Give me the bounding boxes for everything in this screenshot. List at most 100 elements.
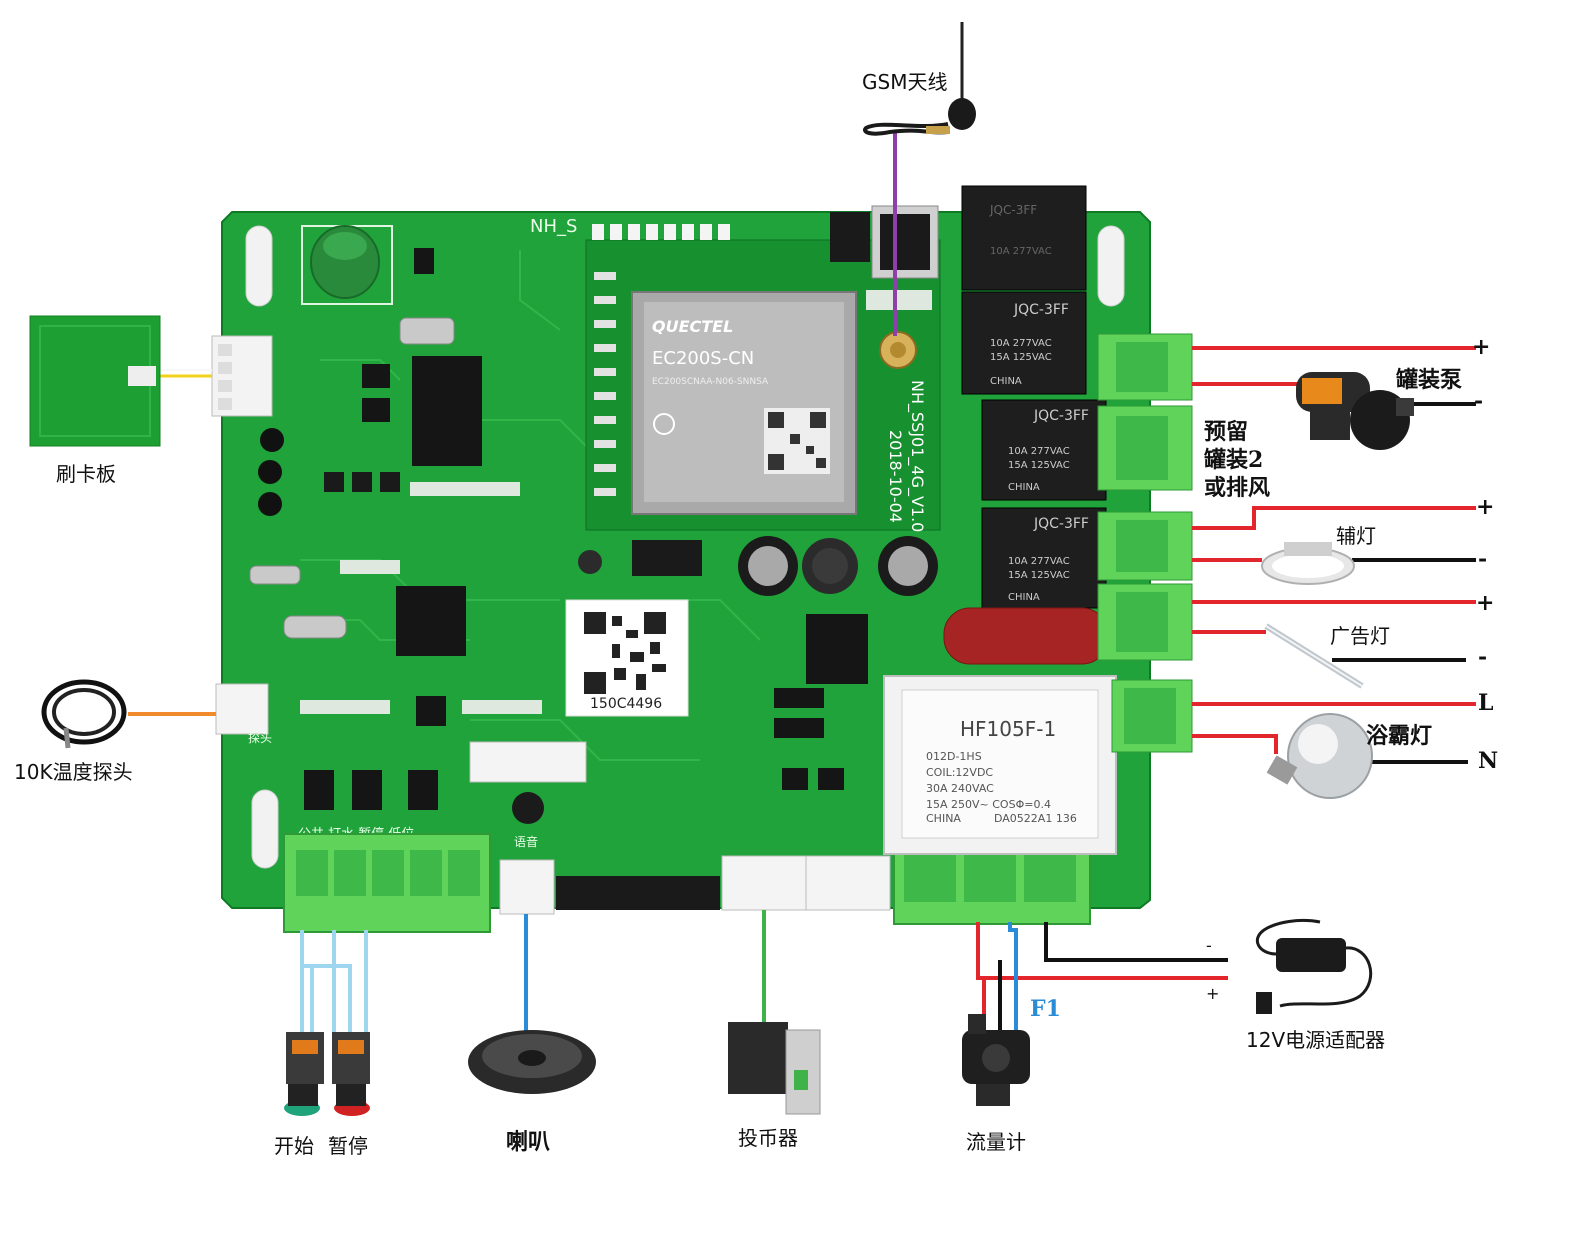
relay-2-brand-text: CHINA	[990, 376, 1022, 387]
capacitor	[258, 492, 282, 516]
ptc-component	[301, 225, 393, 305]
mount-slot	[251, 789, 279, 869]
resistor-array	[462, 700, 542, 714]
temperature-probe-icon	[41, 679, 127, 749]
pump-plus-sign: +	[1472, 334, 1491, 360]
start-label: 开始	[274, 1134, 314, 1158]
card-board-label: 刷卡板	[56, 462, 116, 486]
gsm-antenna-label: GSM天线	[862, 70, 948, 94]
relay-2-rating1-text: 10A 277VAC	[990, 338, 1052, 349]
crystal	[399, 317, 455, 345]
voice-silk-text: 语音	[514, 834, 538, 849]
probe-silk-text: 探头	[248, 731, 272, 745]
neutral-sign: N	[1478, 748, 1499, 774]
mcu-chip	[396, 586, 466, 656]
aux-plus-wire	[1192, 506, 1476, 530]
flow-signal-wire	[1008, 922, 1018, 1030]
ic-chip	[774, 718, 824, 738]
relay-3-brand-text: CHINA	[1008, 482, 1040, 493]
heat-lamp-icon	[1266, 713, 1373, 799]
capacitor	[260, 428, 284, 452]
coin-connector	[721, 855, 807, 911]
ic-chip	[774, 688, 824, 708]
capacitor	[258, 460, 282, 484]
light-tube-icon	[1264, 623, 1364, 689]
resistor-array	[410, 482, 520, 496]
inductor	[324, 472, 344, 492]
ad-light-label: 广告灯	[1330, 624, 1390, 648]
resistor-array	[340, 560, 400, 574]
relay-4: JQC-3FF 10A 277VAC 15A 125VAC CHINA	[981, 507, 1107, 609]
aux-minus-sign: -	[1478, 546, 1488, 572]
crystal	[249, 565, 301, 585]
transistor	[818, 768, 844, 790]
relay-2-model-text: JQC-3FF	[1013, 302, 1069, 318]
coin-acceptor-label: 投币器	[738, 1126, 798, 1150]
probe-connector	[215, 683, 269, 735]
module-model-text: EC200S-CN	[652, 348, 754, 369]
board-date-text: 2018-10-04	[886, 430, 905, 523]
flow-meter-label: 流量计	[966, 1130, 1026, 1154]
big-relay: HF105F-1 012D-1HS COIL:12VDC 30A 240VAC …	[883, 675, 1117, 855]
big-relay-model-text: HF105F-1	[960, 717, 1056, 741]
relay-4-rating2-text: 15A 125VAC	[1008, 570, 1070, 581]
bath-heater-light-label: 浴霸灯	[1366, 723, 1433, 749]
electrolytic-capacitors	[512, 536, 938, 824]
card-reader-board-icon	[29, 315, 161, 447]
power-minus-wire	[1044, 922, 1228, 962]
resistor-array	[300, 700, 390, 714]
ic-chip	[412, 356, 482, 466]
relay-3-model-text: JQC-3FF	[1033, 408, 1089, 424]
ic-chip	[830, 212, 870, 262]
regulator-chip	[806, 614, 868, 684]
ic-chip	[416, 696, 446, 726]
mosfet	[632, 540, 702, 576]
pump-icon	[1296, 372, 1414, 450]
big-relay-l4-text: 15A 250V~ COSΦ=0.4	[926, 798, 1051, 811]
reserve-label-line2: 罐装2	[1204, 447, 1264, 473]
relay-top: JQC-3FF 10A 277VAC	[961, 185, 1087, 291]
power-adapter-label: 12V电源适配器	[1246, 1028, 1386, 1052]
live-sign: L	[1478, 690, 1494, 716]
relay-3: JQC-3FF 10A 277VAC 15A 125VAC CHINA	[981, 399, 1107, 501]
power-plus-wire	[976, 922, 1228, 980]
4g-module: QUECTEL EC200S-CN EC200SCNAA-N06-SNNSA	[585, 224, 941, 532]
relay-3-rating2-text: 15A 125VAC	[1008, 460, 1070, 471]
power-plus-sign: +	[1206, 984, 1220, 1003]
relay-2: JQC-3FF 10A 277VAC 15A 125VAC CHINA	[961, 291, 1087, 395]
board-id-text: NH_SSJ01_4G_V1.0	[907, 380, 927, 532]
canned-pump-label: 罐装泵	[1396, 367, 1463, 393]
input-terminal-block	[283, 833, 491, 933]
transistor	[782, 768, 808, 790]
fuse-label: F1	[1030, 996, 1061, 1022]
temp-probe-label: 10K温度探头	[14, 760, 133, 784]
power-adapter-icon	[1255, 918, 1373, 1014]
resistor-array	[866, 290, 932, 310]
relay-top-rating-text: 10A 277VAC	[990, 246, 1052, 257]
speaker-icon	[468, 1030, 596, 1094]
downlight-icon	[1261, 542, 1355, 585]
power-minus-sign: -	[1206, 936, 1212, 955]
reserve-label-line3: 或排风	[1204, 475, 1271, 501]
big-relay-l5-text: CHINA	[926, 812, 961, 825]
optocoupler	[352, 770, 382, 810]
relay-3-rating1-text: 10A 277VAC	[1008, 446, 1070, 457]
pump-minus-sign: -	[1474, 388, 1484, 414]
module-sub-text: EC200SCNAA-N06-SNNSA	[652, 377, 769, 387]
serial-number-text: 150C4496	[590, 696, 662, 712]
ccc-mark-icon	[653, 413, 675, 435]
relay-2-rating2-text: 15A 125VAC	[990, 352, 1052, 363]
optocoupler	[408, 770, 438, 810]
speaker-connector	[499, 859, 555, 915]
output-terminal-blocks	[1097, 333, 1193, 753]
big-relay-l1-text: 012D-1HS	[926, 750, 982, 763]
board-header-text: NH_S	[530, 216, 577, 237]
ic-chip	[362, 364, 390, 388]
gsm-antenna-icon	[863, 22, 976, 136]
optocoupler	[304, 770, 334, 810]
speaker-label: 喇叭	[506, 1129, 551, 1155]
inductor	[380, 472, 400, 492]
film-capacitor	[943, 607, 1109, 665]
serial-qr-label: 150C4496	[565, 599, 689, 717]
